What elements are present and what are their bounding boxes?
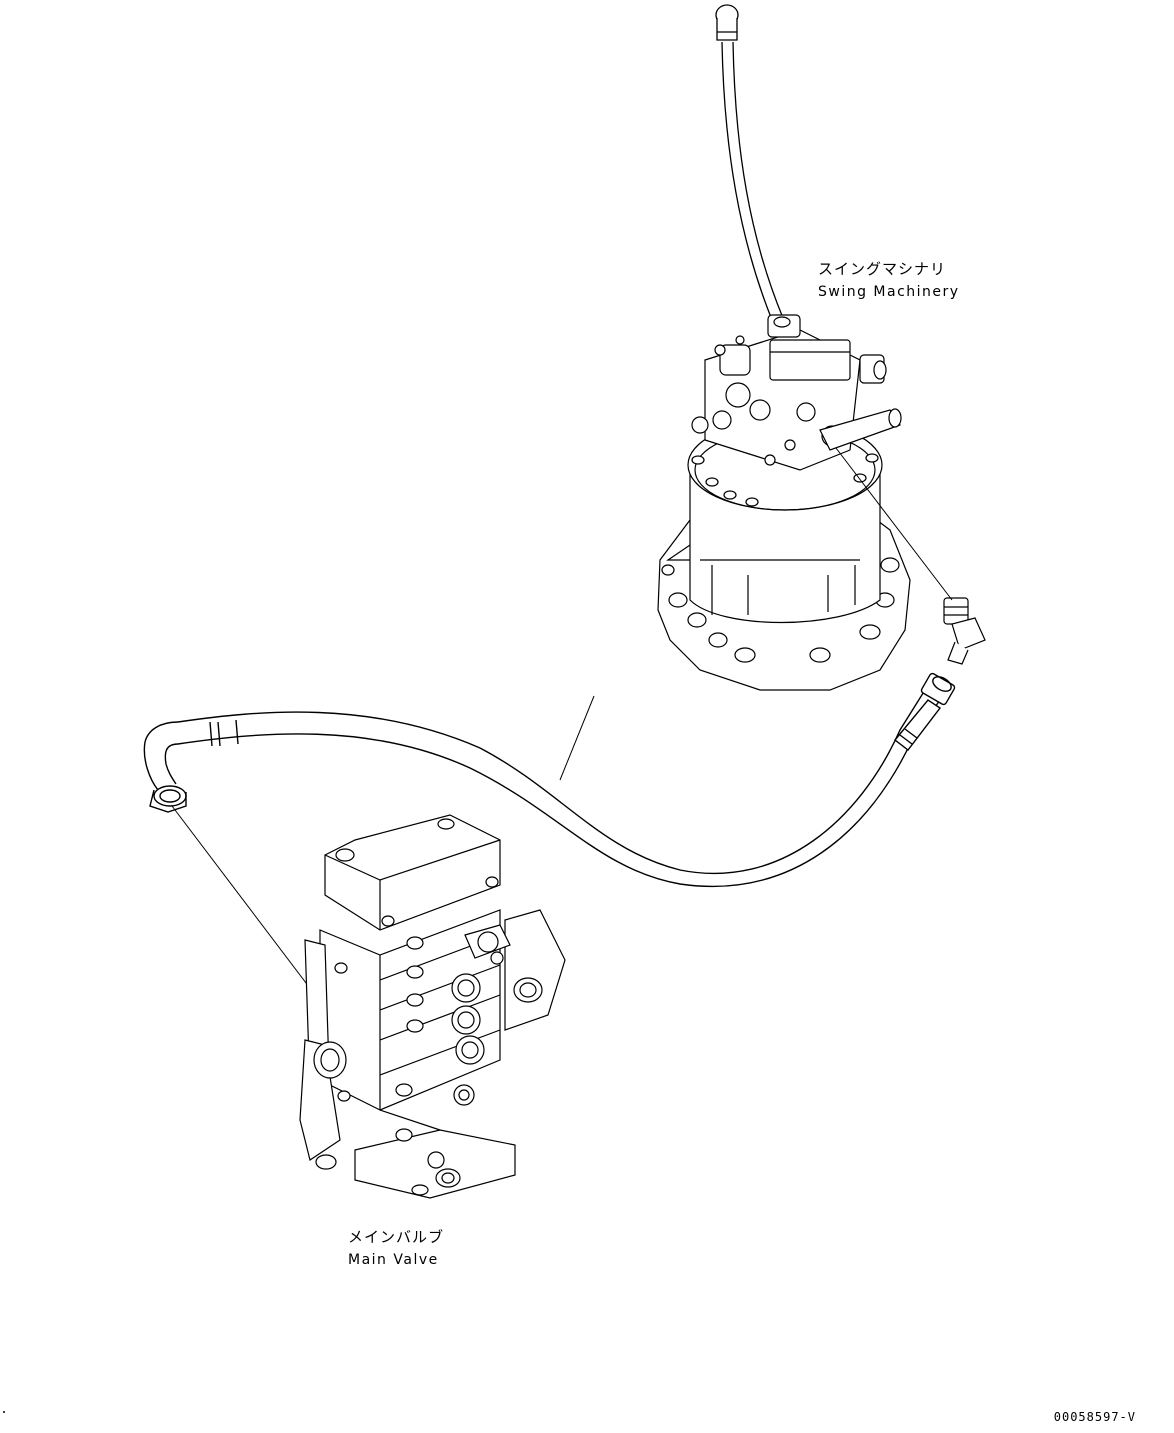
edge-mark	[3, 1411, 5, 1413]
hydraulic-hose-icon	[144, 672, 955, 886]
main-valve-icon	[300, 815, 565, 1198]
swing-machinery-label-jp: スイングマシナリ	[818, 260, 947, 278]
drain-tube-icon	[716, 5, 783, 320]
main-valve-label-en: Main Valve	[348, 1252, 439, 1268]
swing-machinery-label-en: Swing Machinery	[818, 284, 960, 300]
elbow-fitting-icon	[944, 598, 985, 664]
swing-machinery-icon	[658, 315, 910, 690]
hose-leader-line	[560, 696, 594, 780]
main-valve-label-jp: メインバルブ	[348, 1228, 445, 1246]
leader-line	[172, 806, 328, 1012]
leader-line	[836, 448, 952, 600]
figure-id: 00058597-V	[1053, 1410, 1136, 1424]
